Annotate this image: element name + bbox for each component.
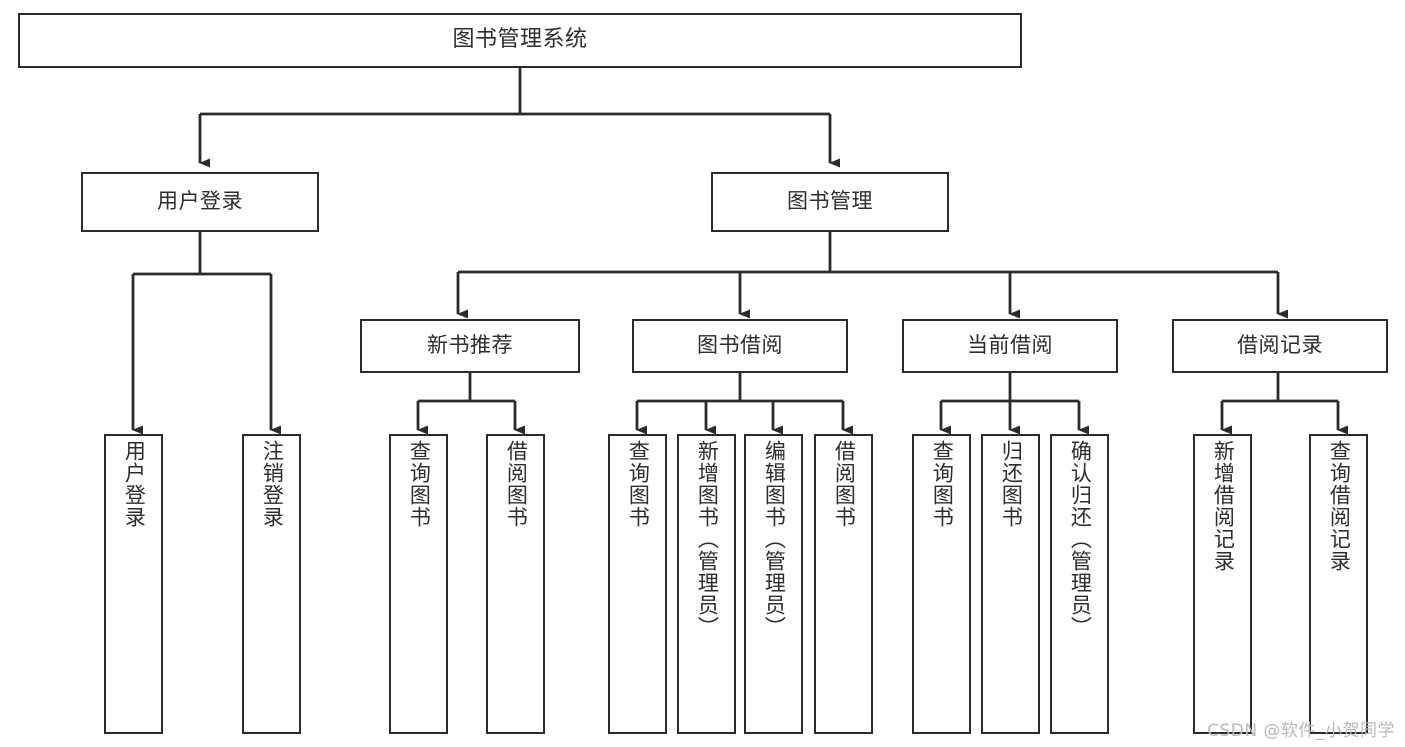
node-leaf-borrow-record-add-record[interactable]: 新增借阅记录 bbox=[1193, 434, 1252, 734]
node-leaf-label: 查询图书 bbox=[407, 440, 432, 528]
node-new-book-recommend-label: 新书推荐 bbox=[427, 333, 513, 358]
node-leaf-user-login-signout[interactable]: 注销登录 bbox=[242, 434, 301, 734]
node-leaf-current-borrow-query-book[interactable]: 查询图书 bbox=[912, 434, 971, 734]
node-current-borrow[interactable]: 当前借阅 bbox=[902, 319, 1118, 373]
node-leaf-label: 查询借阅记录 bbox=[1327, 440, 1352, 572]
node-root-book-management-system[interactable]: 图书管理系统 bbox=[18, 13, 1022, 68]
node-user-login-label: 用户登录 bbox=[157, 189, 243, 214]
node-new-book-recommend[interactable]: 新书推荐 bbox=[360, 319, 580, 373]
node-leaf-label: 确认归还（管理员） bbox=[1068, 440, 1093, 638]
node-leaf-label: 注销登录 bbox=[260, 440, 285, 528]
node-borrow-record[interactable]: 借阅记录 bbox=[1172, 319, 1388, 373]
node-leaf-current-borrow-confirm-return-admin[interactable]: 确认归还（管理员） bbox=[1050, 434, 1109, 734]
node-root-label: 图书管理系统 bbox=[452, 27, 588, 53]
node-leaf-book-borrow-borrow-book[interactable]: 借阅图书 bbox=[814, 434, 873, 734]
node-leaf-label: 用户登录 bbox=[122, 440, 147, 528]
node-leaf-label: 归还图书 bbox=[999, 440, 1024, 528]
node-leaf-label: 查询图书 bbox=[930, 440, 955, 528]
node-current-borrow-label: 当前借阅 bbox=[967, 333, 1053, 358]
node-leaf-label: 编辑图书（管理员） bbox=[762, 440, 787, 638]
node-book-management-label: 图书管理 bbox=[787, 189, 873, 214]
node-book-borrow-label: 图书借阅 bbox=[697, 333, 783, 358]
node-book-borrow[interactable]: 图书借阅 bbox=[632, 319, 848, 373]
node-leaf-label: 借阅图书 bbox=[832, 440, 857, 528]
node-leaf-new-book-borrow-book[interactable]: 借阅图书 bbox=[486, 434, 545, 734]
node-book-management[interactable]: 图书管理 bbox=[711, 172, 949, 232]
node-leaf-new-book-query-book[interactable]: 查询图书 bbox=[389, 434, 448, 734]
node-leaf-current-borrow-return-book[interactable]: 归还图书 bbox=[981, 434, 1040, 734]
node-leaf-borrow-record-query-record[interactable]: 查询借阅记录 bbox=[1309, 434, 1368, 734]
node-leaf-label: 借阅图书 bbox=[504, 440, 529, 528]
node-user-login[interactable]: 用户登录 bbox=[81, 172, 319, 232]
node-borrow-record-label: 借阅记录 bbox=[1237, 333, 1323, 358]
node-leaf-user-login-signin[interactable]: 用户登录 bbox=[104, 434, 163, 734]
node-leaf-book-borrow-query-book[interactable]: 查询图书 bbox=[608, 434, 667, 734]
node-leaf-book-borrow-edit-book-admin[interactable]: 编辑图书（管理员） bbox=[744, 434, 803, 734]
node-leaf-label: 查询图书 bbox=[626, 440, 651, 528]
watermark-text: CSDN @软件_小贺同学 bbox=[1207, 721, 1395, 741]
node-leaf-book-borrow-add-book-admin[interactable]: 新增图书（管理员） bbox=[677, 434, 736, 734]
node-leaf-label: 新增图书（管理员） bbox=[695, 440, 720, 638]
node-leaf-label: 新增借阅记录 bbox=[1211, 440, 1236, 572]
